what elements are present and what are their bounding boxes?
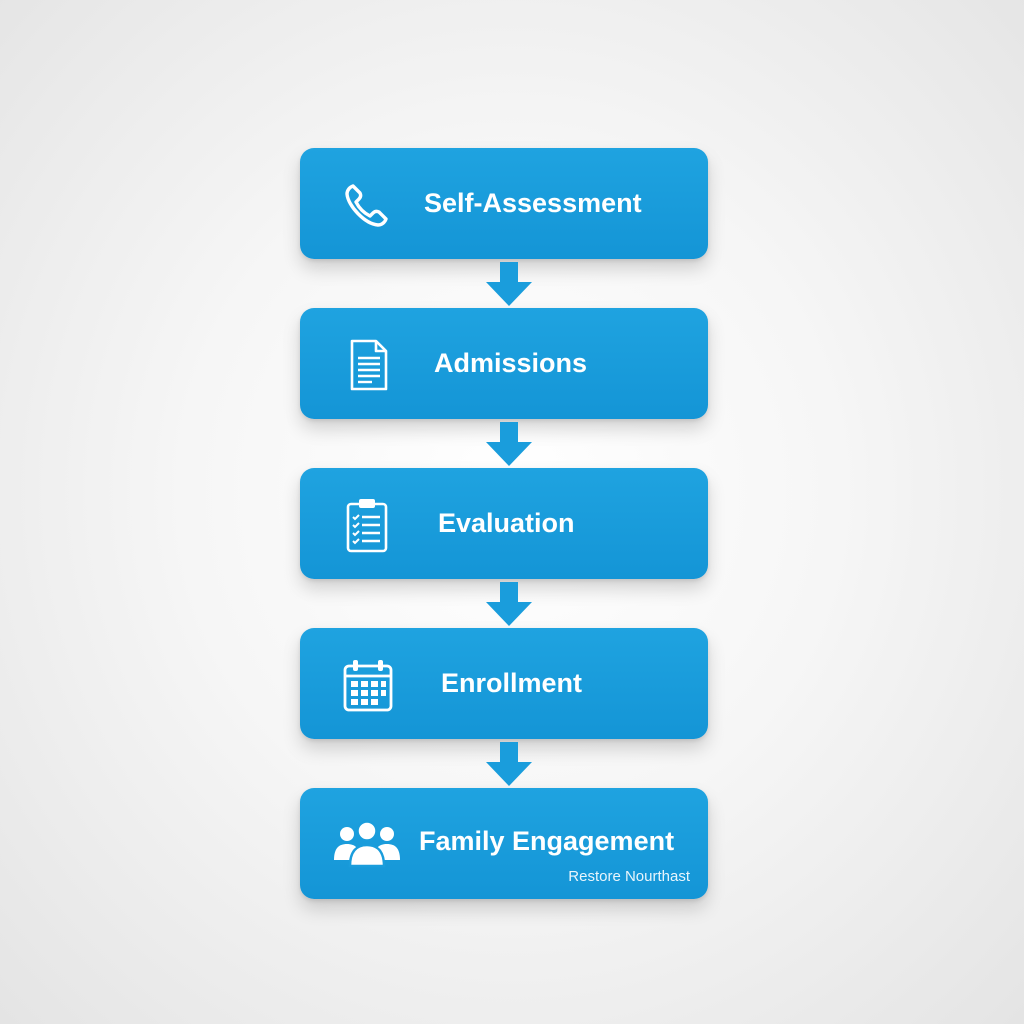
arrow-down-icon bbox=[486, 742, 532, 786]
clipboard-checklist-icon bbox=[338, 496, 396, 554]
arrow-down-icon bbox=[486, 582, 532, 626]
step-label: Family Engagement bbox=[419, 826, 675, 856]
calendar-icon bbox=[338, 656, 396, 714]
step-label: Admissions bbox=[434, 348, 588, 378]
step-self-assessment: Self-Assessment bbox=[300, 148, 708, 259]
step-label: Self-Assessment bbox=[424, 188, 642, 218]
step-evaluation: Evaluation bbox=[300, 468, 708, 579]
step-enrollment: Enrollment bbox=[300, 628, 708, 739]
step-label: Evaluation bbox=[438, 508, 575, 538]
document-icon bbox=[338, 336, 396, 394]
step-sublabel: Restore Nourthast bbox=[568, 868, 690, 885]
step-label: Enrollment bbox=[441, 668, 583, 698]
arrow-down-icon bbox=[486, 422, 532, 466]
step-family-engagement: Family Engagement Restore Nourthast bbox=[300, 788, 708, 899]
step-admissions: Admissions bbox=[300, 308, 708, 419]
phone-icon bbox=[338, 176, 396, 234]
arrow-down-icon bbox=[486, 262, 532, 306]
people-group-icon bbox=[330, 816, 404, 874]
